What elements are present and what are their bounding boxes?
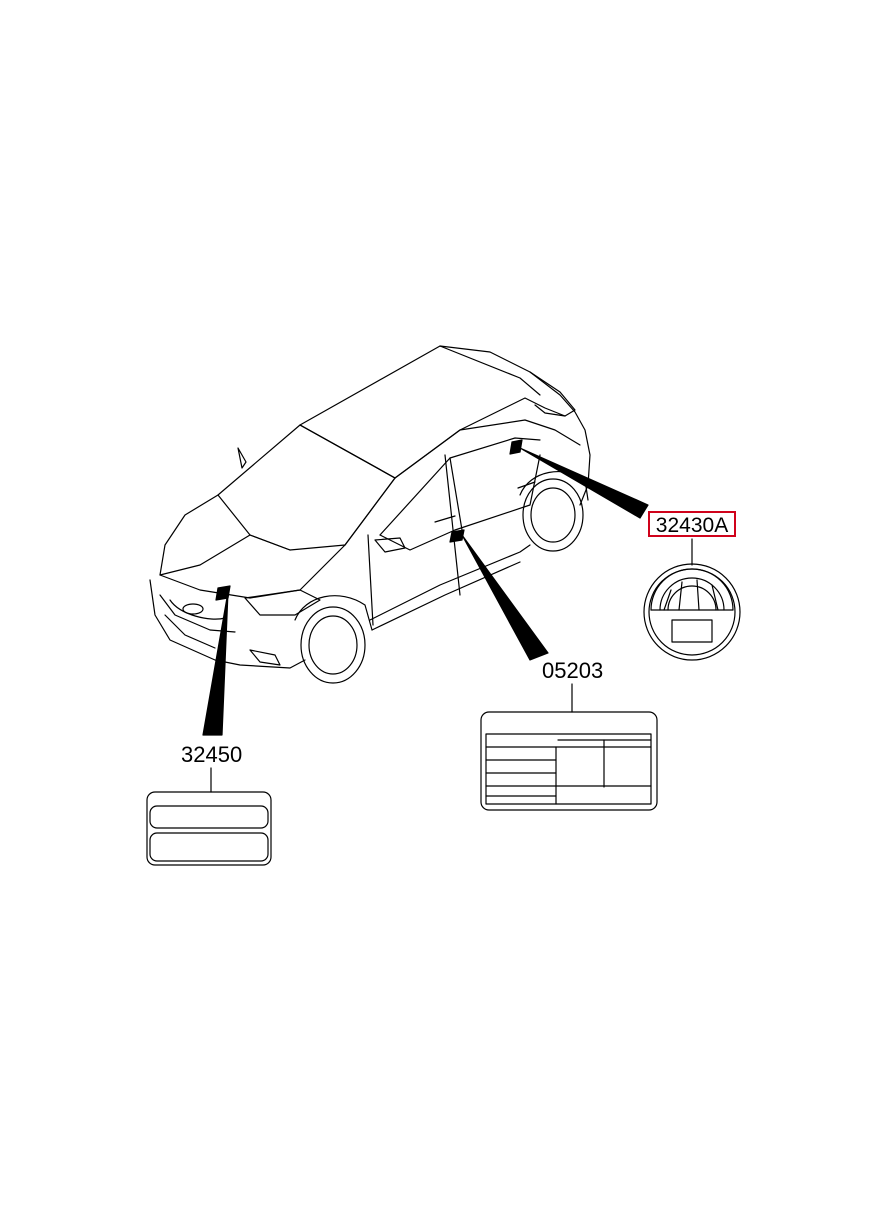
part-32430A-label-drawing	[643, 563, 741, 661]
leader-32450	[202, 591, 229, 736]
part-number-05203[interactable]: 05203	[542, 658, 604, 683]
marker-32450	[215, 585, 231, 601]
part-number-32450[interactable]: 32450	[181, 742, 243, 767]
part-32450-label-drawing	[146, 791, 272, 866]
leader-05203	[461, 534, 549, 661]
marker-32430A	[509, 439, 523, 455]
part-number-32430A[interactable]: 32430A	[648, 511, 736, 537]
marker-05203	[449, 529, 465, 543]
leader-32430A	[519, 447, 649, 519]
part-05203-label-drawing	[480, 711, 658, 811]
leader-lines	[202, 447, 649, 736]
